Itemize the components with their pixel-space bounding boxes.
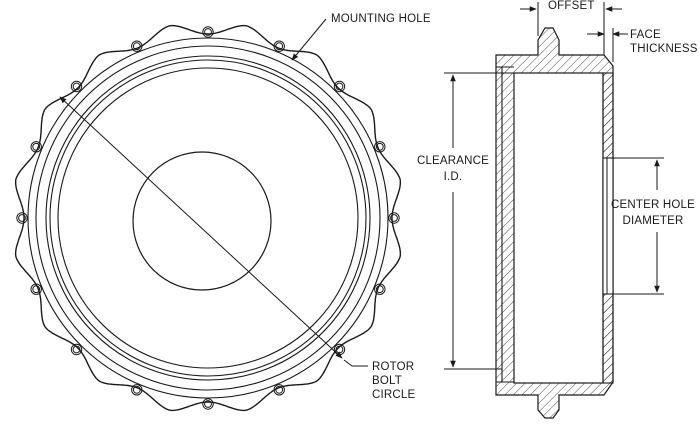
face-center-hole [602,157,614,295]
mounting-holes [16,26,400,410]
offset-label: OFFSET [548,0,595,12]
face-label: FACE [630,29,661,41]
mounting-hole [32,285,41,294]
mounting-hole [131,40,143,52]
inner-ring-2 [49,59,367,377]
mounting-hole [273,384,285,396]
mounting-hole [202,398,214,410]
front-view [14,24,402,412]
mounting-hole [72,82,81,91]
outer-ring-2 [35,45,381,391]
mounting-hole [202,26,214,38]
clearance-id-dimension: CLEARANCE I.D. [417,72,514,370]
mounting-hole [374,283,386,295]
mounting-hole-label: MOUNTING HOLE [331,13,431,25]
circle-label: CIRCLE [372,389,416,401]
side-section-view [495,27,614,419]
mounting-hole [32,142,41,151]
mounting-hole [30,283,42,295]
inner-ring-1 [45,55,371,381]
thickness-label: THICKNESS [630,43,698,55]
center-hole-diameter-dimension: CENTER HOLE DIAMETER [611,157,695,295]
mounting-hole-callout: MOUNTING HOLE [291,13,431,61]
mounting-hole [16,212,28,224]
mounting-hole [273,40,285,52]
mounting-hole [204,400,212,408]
offset-dimension: OFFSET [520,0,622,55]
mounting-hole [204,28,212,36]
rotor-label: ROTOR [372,361,414,373]
diameter-label: DIAMETER [622,215,683,227]
mounting-hole [70,80,83,93]
mounting-hole [132,42,141,51]
mounting-hole [388,212,400,224]
mounting-hole [275,42,284,51]
rotor-bolt-circle-callout: ROTOR BOLT CIRCLE [343,359,416,401]
scalloped-outer-edge [14,24,402,412]
mounting-hole [333,80,346,93]
mounting-hole [375,285,384,294]
rotor-bolt-circle-diameter-line [59,96,343,359]
outer-ring-1 [27,37,389,399]
center-hole-label: CENTER HOLE [611,199,695,211]
clearance-label: CLEARANCE [417,155,489,167]
mounting-hole [18,214,26,222]
mounting-hole [30,141,42,153]
drum-bore [513,72,604,384]
id-label: I.D. [444,171,463,183]
inner-ring-3 [57,67,359,369]
mounting-hole [390,214,398,222]
mounting-hole [374,141,386,153]
bolt-label: BOLT [372,375,402,387]
mounting-hole [131,384,143,396]
mounting-hole [375,142,384,151]
mounting-hole [275,385,284,394]
mounting-hole [132,385,141,394]
center-hole [132,151,272,291]
face-thickness-callout: FACE THICKNESS [587,28,698,62]
mounting-hole [335,82,344,91]
